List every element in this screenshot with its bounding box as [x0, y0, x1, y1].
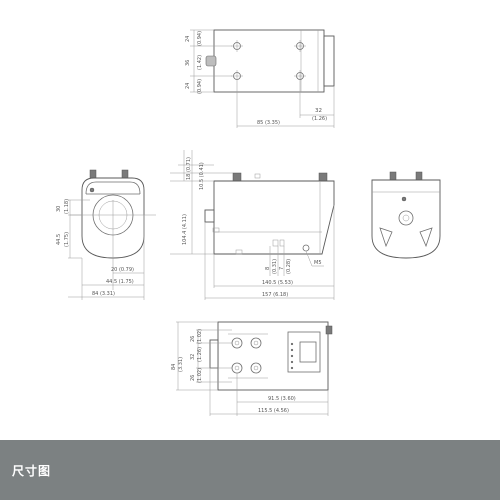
dim-140-5: 140.5 (5.53) — [262, 280, 293, 286]
dim-84-back: 84 — [171, 364, 177, 370]
dim-115-5: 115.5 (4.56) — [258, 408, 289, 414]
dim-24-bottom-in: (0.94) — [197, 79, 203, 94]
connector-icon — [89, 169, 97, 179]
dim-10-5: 10.5 (0.41) — [199, 162, 205, 190]
display-window — [299, 341, 317, 363]
side-view-body — [213, 180, 335, 255]
front-view: 30 (1.18) 44.5 (1.75) 20 (0.79) 44.5 (1.… — [56, 169, 156, 300]
dim-84-back-in: (3.31) — [178, 357, 184, 372]
back-view-body — [217, 321, 329, 391]
connector-icon — [121, 169, 129, 179]
dim-30: 30 — [56, 206, 62, 212]
connector-icon — [250, 362, 262, 374]
dim-30-in: (1.18) — [64, 199, 70, 214]
connector-icon — [415, 171, 423, 181]
top-view-rear-step — [323, 35, 335, 87]
connector-icon — [389, 171, 397, 181]
back-view: 84 (3.31) 26 (1.02) 32 (1.26) 26 (1.02) … — [171, 321, 333, 416]
dim-36: 36 — [185, 60, 191, 66]
dim-24-bottom: 24 — [185, 83, 191, 89]
dim-32-top-in: (1.26) — [312, 116, 327, 122]
dim-8: 8 — [265, 267, 271, 270]
dim-26-top-in: (1.02) — [197, 329, 203, 344]
dim-44-5-v: 44.5 — [56, 234, 62, 245]
dim-8-in: (0.31) — [272, 259, 278, 274]
rear-view-body — [371, 179, 441, 259]
dim-26-top: 26 — [190, 336, 196, 342]
dim-20: 20 (0.79) — [111, 267, 134, 273]
dim-85: 85 (3.35) — [257, 120, 280, 126]
top-view-body — [213, 29, 325, 93]
connector-icon — [325, 325, 333, 335]
dim-24-top-in: (0.94) — [197, 31, 203, 46]
connector-icon — [250, 337, 262, 349]
dim-44-5-h: 44.5 (1.75) — [106, 279, 134, 285]
status-panel — [287, 331, 321, 373]
connector-icon — [232, 172, 242, 182]
top-view-lens-stub — [205, 55, 217, 67]
mount-hole-icon — [398, 210, 414, 226]
dim-26-bottom-in: (1.02) — [197, 368, 203, 383]
dim-24-top: 24 — [185, 36, 191, 42]
dim-7-in: (0.28) — [286, 259, 292, 274]
dim-157: 157 (6.18) — [262, 292, 288, 298]
dimension-drawing: 24 (0.94) 36 (1.42) 24 (0.94) 32 (1.26) … — [56, 29, 441, 416]
back-view-lens-stub — [209, 339, 219, 369]
dim-m5: M5 — [314, 260, 322, 266]
dim-104-4: 104.4 (4.11) — [182, 214, 188, 245]
side-view-lens-stub — [204, 209, 215, 223]
caption-title: 尺寸图 — [12, 464, 52, 478]
connector-icon — [318, 172, 328, 182]
dim-18: 18 (0.71) — [186, 157, 192, 180]
dim-26-bottom: 26 — [190, 375, 196, 381]
top-view: 24 (0.94) 36 (1.42) 24 (0.94) 32 (1.26) … — [185, 29, 335, 128]
dim-32-back-in: (1.26) — [197, 347, 203, 362]
dim-36-in: (1.42) — [197, 55, 203, 70]
rear-view — [371, 171, 441, 259]
side-view: 18 (0.71) 10.5 (0.41) 104.4 (4.11) 8 (0.… — [170, 150, 335, 300]
dim-84-front: 84 (3.31) — [92, 291, 115, 297]
dim-91-5: 91.5 (3.60) — [268, 396, 296, 402]
dim-7: 7 — [279, 267, 285, 270]
dim-32-top: 32 — [315, 108, 322, 114]
dim-32-back: 32 — [190, 354, 196, 360]
caption-bar: 尺寸图 — [0, 440, 500, 500]
drawing-svg: 24 (0.94) 36 (1.42) 24 (0.94) 32 (1.26) … — [56, 29, 441, 416]
dim-44-5-v-in: (1.75) — [64, 232, 70, 247]
